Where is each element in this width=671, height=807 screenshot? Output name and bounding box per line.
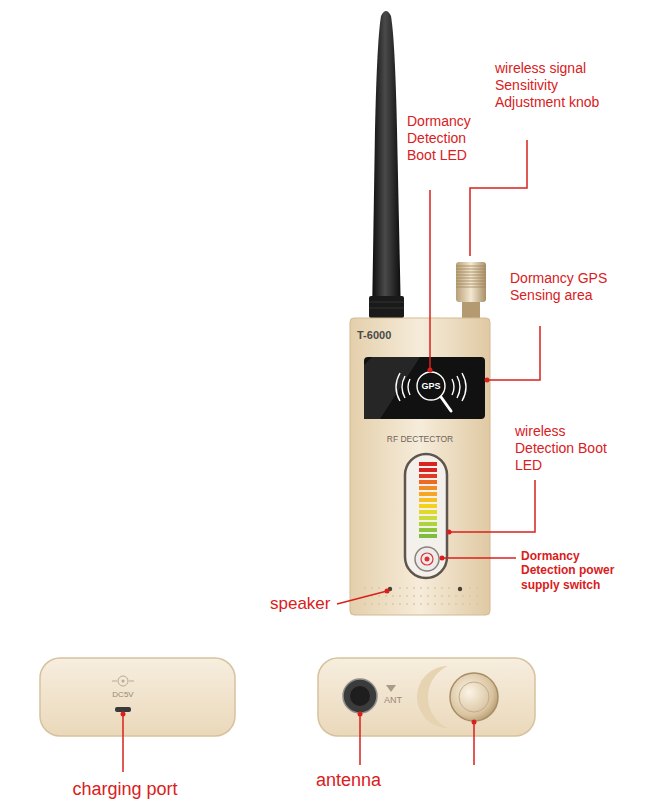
callout-label: Dormancy GPS Sensing area	[510, 270, 628, 304]
model-name: T-6000	[357, 329, 391, 342]
gps-mark: GPS	[421, 381, 440, 392]
port-marking: ANT	[384, 695, 402, 706]
callout-label: Dormancy Detection power supply switch	[521, 549, 621, 592]
speaker-grille	[364, 587, 478, 605]
leader-dots	[121, 368, 490, 725]
callout-label: Dormancy Detection Boot LED	[407, 113, 489, 163]
part-label: antenna	[316, 770, 381, 792]
charging-end-view	[40, 658, 235, 736]
antenna-rod	[369, 11, 404, 318]
power-button	[415, 547, 439, 571]
led-bar	[405, 454, 447, 578]
device-caption: RF DECTECTOR	[387, 434, 453, 444]
part-label: charging port	[72, 779, 177, 801]
leader-lines	[123, 140, 540, 772]
sensitivity-knob	[456, 262, 486, 318]
gps-window	[364, 357, 485, 419]
antenna-end-view	[318, 658, 535, 736]
device-body	[350, 318, 490, 615]
part-label: speaker	[270, 594, 330, 614]
callout-label: wireless Detection Boot LED	[515, 423, 607, 473]
port-marking: DC5V	[112, 690, 133, 700]
callout-label: wireless signal Sensitivity Adjustment k…	[495, 60, 620, 110]
